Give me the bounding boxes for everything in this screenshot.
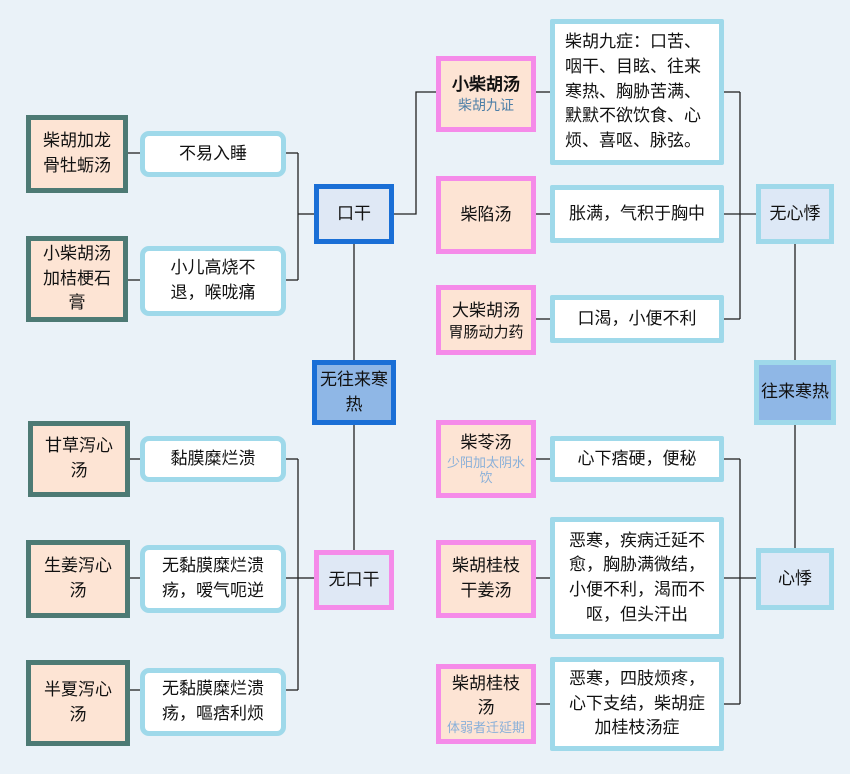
symptom-hard-to-sleep: 不易入睡	[140, 131, 286, 177]
formula-note: 胃肠动力药	[448, 323, 524, 342]
formula-dachaihu: 大柴胡汤 胃肠动力药	[436, 285, 536, 355]
formula-label: 小柴胡汤加桔梗石膏	[43, 244, 111, 314]
formula-label: 柴胡桂枝汤	[452, 673, 520, 719]
formula-note: 柴胡九证	[458, 97, 514, 114]
node-no-dry-mouth: 无口干	[314, 550, 394, 610]
node-palpitation: 心悸	[756, 548, 834, 610]
formula-note: 少阳加太阴水饮	[447, 455, 526, 487]
symptom-label: 恶寒，四肢烦疼，心下支结，柴胡症加桂枝汤症	[569, 669, 705, 739]
symptom-label: 胀满，气积于胸中	[569, 203, 705, 224]
symptom-thirst-urination: 口渴，小便不利	[550, 295, 724, 343]
symptom-vomit-distension: 无黏膜糜烂溃疡，嘔痞利烦	[140, 668, 286, 736]
symptom-aversion-cold-sweat: 恶寒，疾病迁延不愈，胸胁满微结，小便不利，渴而不呕，但头汗出	[550, 517, 724, 639]
symptom-label: 口渴，小便不利	[577, 308, 697, 329]
symptom-label: 不易入睡	[179, 143, 247, 164]
symptom-child-fever: 小儿高烧不退，喉咙痛	[140, 246, 286, 316]
formula-label: 生姜泻心汤	[44, 556, 112, 601]
symptom-label: 黏膜糜烂溃	[170, 448, 256, 469]
symptom-label: 心下痞硬，便秘	[577, 448, 697, 469]
formula-note: 体弱者迁延期	[447, 720, 526, 736]
formula-chaihu-longgu-muli: 柴胡加龙骨牡蛎汤	[26, 115, 128, 193]
symptom-label: 小儿高烧不退，喉咙痛	[170, 258, 256, 303]
node-no-palpitation: 无心悸	[756, 184, 834, 244]
formula-label: 小柴胡汤	[452, 75, 520, 96]
formula-gancao-xiexin: 甘草泻心汤	[28, 421, 130, 497]
symptom-label: 无黏膜糜烂溃疡，嘔痞利烦	[162, 679, 264, 724]
formula-label: 柴胡加龙骨牡蛎汤	[43, 131, 111, 176]
formula-label: 柴苓汤	[460, 433, 512, 454]
symptom-limb-pain: 恶寒，四肢烦疼，心下支结，柴胡症加桂枝汤症	[550, 657, 724, 751]
node-label: 口干	[337, 203, 371, 224]
symptom-label: 柴胡九症：口苦、咽干、目眩、往来寒热、胸胁苦满、默默不欲饮食、心烦、喜呕、脉弦。	[565, 32, 701, 151]
symptom-mucosal-ulcer: 黏膜糜烂溃	[140, 436, 286, 482]
node-no-alternating-chills-fever: 无往来寒热	[312, 360, 396, 425]
formula-chaihu-guizhi-ganjiang: 柴胡桂枝干姜汤	[436, 540, 536, 618]
node-label: 无往来寒热	[320, 369, 388, 415]
formula-label: 柴陷汤	[460, 204, 512, 225]
symptom-label: 无黏膜糜烂溃疡，嗳气呃逆	[162, 556, 264, 601]
formula-label: 甘草泻心汤	[45, 436, 113, 481]
symptom-chest-fullness: 胀满，气积于胸中	[550, 185, 724, 243]
symptom-chaihu-nine: 柴胡九症：口苦、咽干、目眩、往来寒热、胸胁苦满、默默不欲饮食、心烦、喜呕、脉弦。	[550, 19, 724, 165]
symptom-epigastric-constipation: 心下痞硬，便秘	[550, 436, 724, 482]
symptom-label: 恶寒，疾病迁延不愈，胸胁满微结，小便不利，渴而不呕，但头汗出	[569, 530, 705, 625]
node-alternating-chills-fever: 往来寒热	[754, 360, 836, 425]
formula-label: 大柴胡汤	[452, 300, 520, 321]
formula-xiaochaihu: 小柴胡汤 柴胡九证	[436, 56, 536, 132]
node-dry-mouth: 口干	[314, 184, 394, 244]
node-label: 心悸	[778, 568, 812, 589]
formula-banxia-xiexin: 半夏泻心汤	[26, 660, 130, 746]
symptom-belching: 无黏膜糜烂溃疡，嗳气呃逆	[140, 545, 286, 613]
node-label: 往来寒热	[761, 382, 829, 403]
node-label: 无口干	[328, 569, 380, 590]
formula-label: 柴胡桂枝干姜汤	[452, 556, 520, 601]
formula-shengjiang-xiexin: 生姜泻心汤	[26, 540, 130, 618]
formula-chaihu-guizhi: 柴胡桂枝汤 体弱者迁延期	[436, 664, 536, 744]
formula-label: 半夏泻心汤	[44, 680, 112, 725]
node-label: 无心悸	[769, 203, 821, 224]
formula-chailing: 柴苓汤 少阳加太阴水饮	[436, 420, 536, 498]
formula-xiaochaihu-jiegeng-shigao: 小柴胡汤加桔梗石膏	[26, 236, 128, 322]
formula-chaixian: 柴陷汤	[436, 176, 536, 254]
